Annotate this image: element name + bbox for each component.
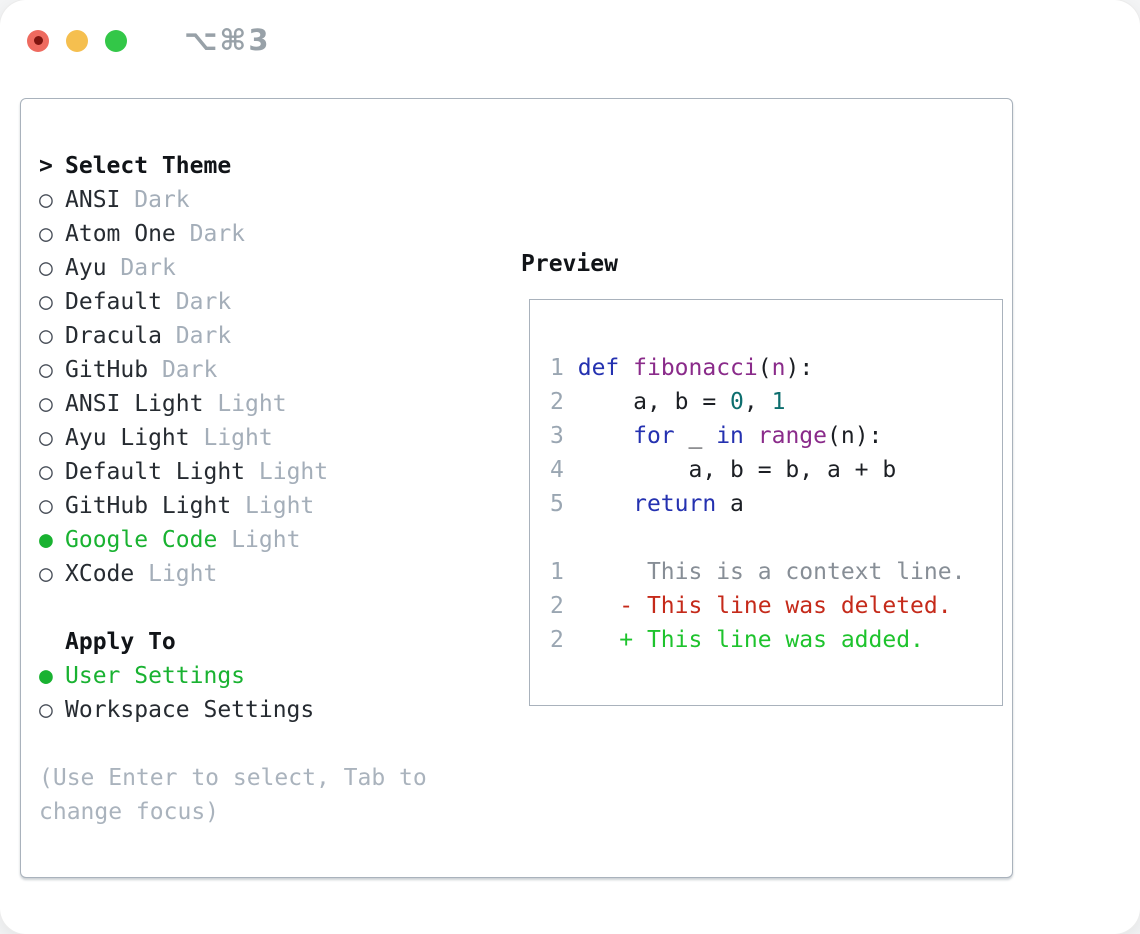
keyboard-hint-text: (Use Enter to select, Tab to change focu…: [39, 765, 427, 825]
theme-option-default[interactable]: ○ Default Dark: [39, 285, 491, 319]
theme-variant-label: Dark: [134, 187, 190, 213]
theme-option-ayu[interactable]: ○ Ayu Dark: [39, 251, 491, 285]
theme-variant-label: Dark: [120, 255, 176, 281]
radio-icon: ○: [39, 425, 53, 451]
radio-icon: ○: [39, 255, 53, 281]
spacer: [39, 591, 491, 625]
diff-line: 2 + This line was added.: [550, 627, 924, 653]
diff-line: 1 This is a context line.: [550, 559, 966, 585]
line-number: 3: [550, 423, 564, 449]
radio-icon: ○: [39, 187, 53, 213]
close-button[interactable]: [27, 29, 49, 52]
theme-label: Ayu: [65, 255, 107, 281]
theme-variant-label: Light: [217, 391, 287, 417]
apply-to-options: ● User Settings ○ Workspace Settings: [39, 659, 491, 727]
theme-label: GitHub: [65, 357, 149, 383]
theme-variant-label: Light: [231, 527, 301, 553]
theme-label: XCode: [65, 561, 135, 587]
theme-option-github[interactable]: ○ GitHub Dark: [39, 353, 491, 387]
titlebar: ⌥⌘3: [27, 26, 271, 55]
theme-picker-column: > Select Theme ○ ANSI Dark ○ Atom One Dark ○ A…: [39, 149, 491, 829]
theme-option-github-light[interactable]: ○ GitHub Light Light: [39, 489, 491, 523]
theme-label: Ayu Light: [65, 425, 190, 451]
line-number: 2: [550, 593, 564, 619]
radio-selected-icon: ●: [39, 527, 53, 553]
theme-variant-label: Dark: [189, 221, 246, 247]
line-number: 2: [550, 627, 564, 653]
line-number: 1: [550, 355, 564, 381]
spacer: [39, 727, 491, 761]
code-line: 5 return a: [550, 491, 744, 517]
code-line: 2 a, b = 0, 1: [550, 389, 786, 415]
theme-variant-label: Dark: [175, 323, 232, 349]
apply-option-label: User Settings: [65, 663, 246, 689]
theme-label: Default Light: [65, 459, 246, 485]
theme-option-ansi[interactable]: ○ ANSI Dark: [39, 183, 491, 217]
theme-variant-label: Light: [148, 561, 218, 587]
radio-icon: ○: [39, 561, 53, 587]
line-number: 2: [550, 389, 564, 415]
zoom-button[interactable]: [105, 29, 127, 52]
apply-to-header: Apply To: [39, 625, 491, 659]
code-line: 3 for _ in range(n):: [550, 423, 883, 449]
radio-selected-icon: ●: [39, 663, 53, 689]
theme-option-google-code[interactable]: ● Google Code Light: [39, 523, 491, 557]
preview-pane: 1 def fibonacci(n): 2 a, b = 0, 1 3 for _ …: [529, 299, 1003, 706]
theme-picker-panel: > Select Theme ○ ANSI Dark ○ Atom One Dark ○ A…: [20, 98, 1013, 878]
radio-icon: ○: [39, 289, 53, 315]
record-dot-icon: [33, 36, 43, 45]
theme-label: ANSI Light: [65, 391, 204, 417]
theme-option-ayu-light[interactable]: ○ Ayu Light Light: [39, 421, 491, 455]
theme-label: GitHub Light: [65, 493, 232, 519]
theme-label: Google Code: [65, 527, 218, 553]
minimize-button[interactable]: [66, 29, 88, 52]
theme-option-dracula[interactable]: ○ Dracula Dark: [39, 319, 491, 353]
radio-icon: ○: [39, 697, 53, 723]
code-line: 1 def fibonacci(n):: [550, 355, 814, 381]
theme-option-atom-one[interactable]: ○ Atom One Dark: [39, 217, 491, 251]
window-shortcut-label: ⌥⌘3: [184, 23, 271, 57]
radio-icon: ○: [39, 493, 53, 519]
theme-label: Atom One: [65, 221, 176, 247]
prompt-cursor-icon: >: [39, 153, 53, 179]
code-preview: 1 def fibonacci(n): 2 a, b = 0, 1 3 for _ …: [550, 351, 965, 657]
theme-variant-label: Light: [203, 425, 273, 451]
select-theme-header: > Select Theme: [39, 149, 491, 183]
diff-line: 2 - This line was deleted.: [550, 593, 952, 619]
radio-icon: ○: [39, 221, 53, 247]
theme-variant-label: Dark: [175, 289, 232, 315]
select-theme-title: Select Theme: [65, 153, 232, 179]
radio-icon: ○: [39, 357, 53, 383]
theme-label: Dracula: [65, 323, 162, 349]
theme-variant-label: Dark: [161, 357, 218, 383]
theme-option-xcode[interactable]: ○ XCode Light: [39, 557, 491, 591]
apply-option-user-settings[interactable]: ● User Settings: [39, 659, 491, 693]
blank-code-line: [550, 521, 965, 555]
apply-option-label: Workspace Settings: [65, 697, 315, 723]
preview-title: Preview: [521, 251, 618, 277]
theme-label: Default: [65, 289, 162, 315]
theme-list: ○ ANSI Dark ○ Atom One Dark ○ Ayu Dark ○ Defaul…: [39, 183, 491, 591]
radio-icon: ○: [39, 391, 53, 417]
line-number: 4: [550, 457, 564, 483]
theme-variant-label: Light: [258, 459, 329, 485]
theme-option-ansi-light[interactable]: ○ ANSI Light Light: [39, 387, 491, 421]
apply-option-workspace-settings[interactable]: ○ Workspace Settings: [39, 693, 491, 727]
line-number: 5: [550, 491, 564, 517]
code-line: 4 a, b = b, a + b: [550, 457, 897, 483]
theme-option-default-light[interactable]: ○ Default Light Light: [39, 455, 491, 489]
radio-icon: ○: [39, 323, 53, 349]
line-number: 1: [550, 559, 564, 585]
apply-to-title: Apply To: [65, 629, 176, 655]
radio-icon: ○: [39, 459, 53, 485]
theme-variant-label: Light: [245, 493, 315, 519]
theme-label: ANSI: [65, 187, 121, 213]
